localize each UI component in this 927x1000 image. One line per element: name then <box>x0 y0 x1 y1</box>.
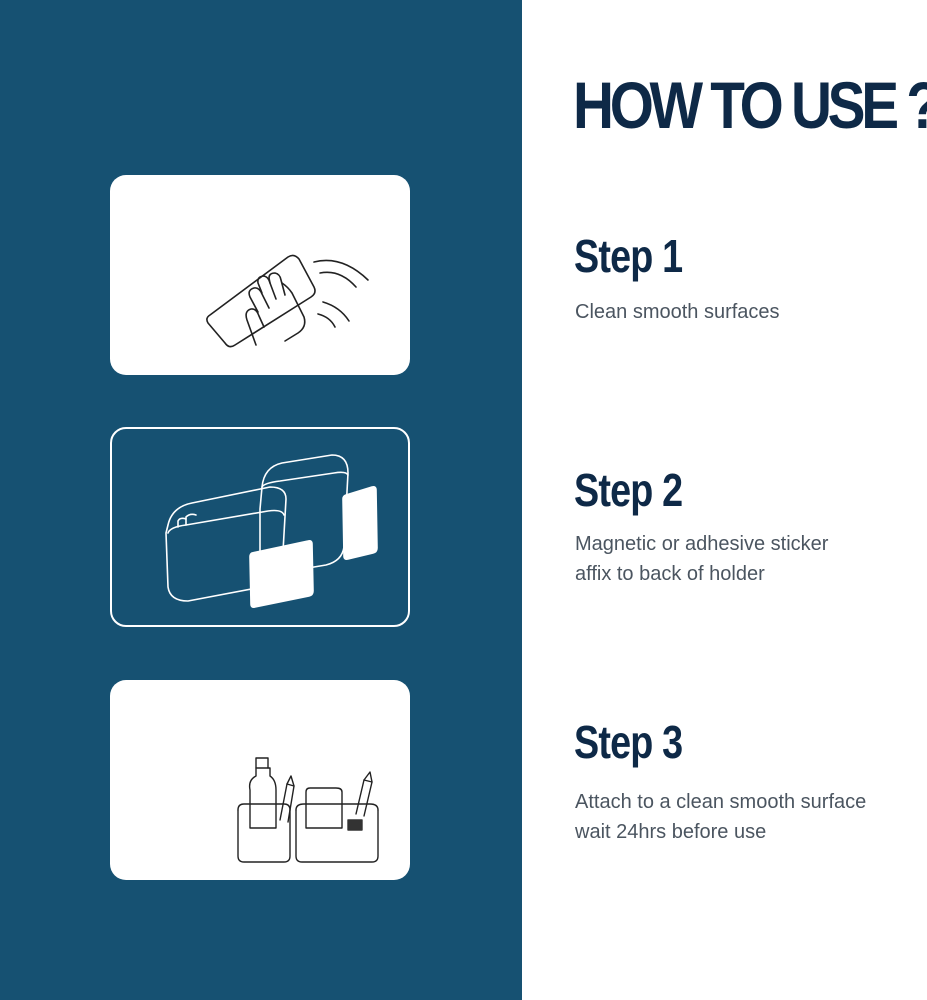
left-panel <box>0 0 522 1000</box>
step2-line-2: affix to back of holder <box>575 563 765 585</box>
step2-line-1: Magnetic or adhesive sticker <box>575 533 829 555</box>
step2-card <box>110 427 410 627</box>
holder-sticker-icon <box>165 454 378 608</box>
step3-card <box>110 680 410 880</box>
step3-line-2: wait 24hrs before use <box>575 821 767 843</box>
step2-heading: Step 2 <box>574 464 683 516</box>
step2-description: Magnetic or adhesive sticker affix to ba… <box>575 529 828 589</box>
step1-heading: Step 1 <box>574 230 683 282</box>
step1-card <box>110 175 410 375</box>
wipe-surface-icon <box>206 254 369 348</box>
page-title: HOW TO USE ? <box>573 68 927 142</box>
holder-with-items-icon <box>237 757 379 863</box>
step1-line-1: Clean smooth surfaces <box>575 301 780 323</box>
step1-description: Clean smooth surfaces <box>575 297 780 327</box>
step3-heading: Step 3 <box>574 716 683 768</box>
step3-line-1: Attach to a clean smooth surface <box>575 791 867 813</box>
step3-description: Attach to a clean smooth surface wait 24… <box>575 787 866 847</box>
